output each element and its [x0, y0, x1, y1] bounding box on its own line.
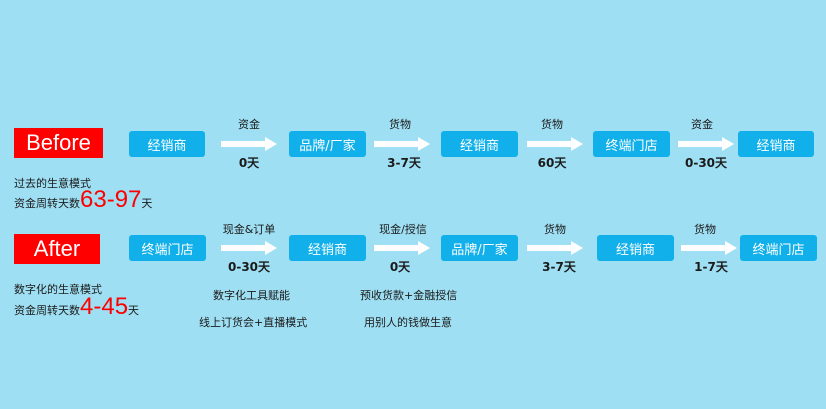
before-arrow-4 — [678, 137, 734, 151]
before-turnover-suffix: 天 — [141, 197, 153, 210]
before-arrow-2-top-label: 货物 — [389, 118, 411, 131]
after-arrow-4-bottom-label: 1-7天 — [694, 260, 728, 274]
before-node-distributor-3: 经销商 — [738, 131, 814, 157]
before-model-note: 过去的生意模式 — [14, 177, 91, 190]
after-arrow-2 — [374, 241, 430, 255]
before-arrow-1-bottom-label: 0天 — [238, 156, 260, 170]
after-arrow-3 — [527, 241, 583, 255]
after-tag: After — [14, 234, 100, 264]
after-node-distributor-2: 经销商 — [597, 235, 674, 261]
before-node-store: 终端门店 — [593, 131, 670, 157]
before-turnover-prefix: 资金周转天数 — [14, 197, 80, 210]
before-turnover-value: 63-97 — [80, 186, 142, 213]
after-arrow-1-bottom-label: 0-30天 — [227, 260, 271, 274]
after-arrow-4-top-label: 货物 — [694, 223, 716, 236]
after-arrow-2-top-label: 现金/授信 — [379, 223, 427, 236]
before-arrow-3-top-label: 货物 — [541, 118, 563, 131]
before-node-brand: 品牌/厂家 — [289, 131, 366, 157]
before-arrow-3-bottom-label: 60天 — [537, 156, 567, 170]
after-node-brand: 品牌/厂家 — [441, 235, 518, 261]
before-arrow-3 — [527, 137, 583, 151]
before-arrow-1-top-label: 资金 — [238, 118, 260, 131]
after-sub-note-others-money: 用别人的钱做生意 — [364, 316, 452, 329]
after-sub-note-online-ordering: 线上订货会+直播模式 — [199, 316, 308, 329]
before-arrow-4-top-label: 资金 — [691, 118, 713, 131]
before-turnover-note: 资金周转天数 63-97 天 — [14, 186, 152, 214]
after-node-distributor-1: 经销商 — [289, 235, 366, 261]
after-turnover-prefix: 资金周转天数 — [14, 304, 80, 317]
after-sub-note-prepayment: 预收货款+金融授信 — [360, 289, 458, 302]
before-tag: Before — [14, 128, 103, 158]
after-arrow-4 — [681, 241, 737, 255]
before-arrow-2 — [374, 137, 430, 151]
after-arrow-1 — [221, 241, 277, 255]
after-arrow-3-top-label: 货物 — [544, 223, 566, 236]
after-node-store-1: 终端门店 — [129, 235, 206, 261]
after-model-note: 数字化的生意模式 — [14, 283, 102, 296]
before-node-distributor-2: 经销商 — [441, 131, 518, 157]
after-arrow-3-bottom-label: 3-7天 — [542, 260, 576, 274]
after-arrow-2-bottom-label: 0天 — [389, 260, 411, 274]
after-turnover-value: 4-45 — [80, 293, 129, 320]
before-arrow-4-bottom-label: 0-30天 — [684, 156, 728, 170]
before-arrow-2-bottom-label: 3-7天 — [387, 156, 421, 170]
after-sub-note-digital-tools: 数字化工具赋能 — [213, 289, 290, 302]
before-node-distributor-1: 经销商 — [129, 131, 205, 157]
before-arrow-1 — [221, 137, 277, 151]
after-turnover-note: 资金周转天数 4-45 天 — [14, 293, 139, 321]
after-turnover-suffix: 天 — [128, 304, 140, 317]
after-arrow-1-top-label: 现金&订单 — [222, 223, 276, 236]
after-node-store-2: 终端门店 — [740, 235, 817, 261]
